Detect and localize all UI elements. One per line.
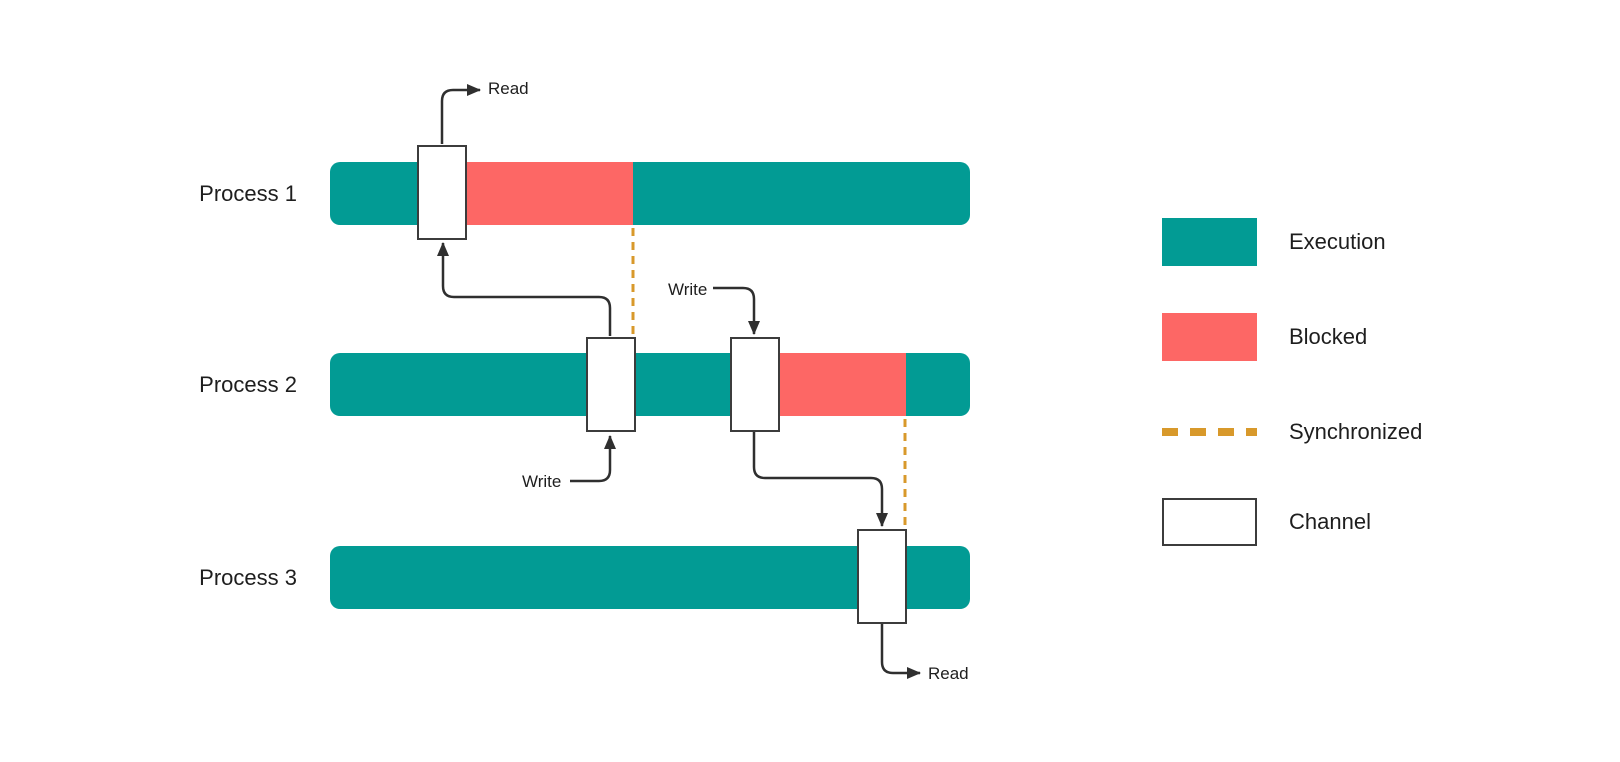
write-arrow-p2-left xyxy=(570,435,616,483)
write-arrow-p2-right xyxy=(713,286,760,335)
message-arrow-p2-to-p1 xyxy=(437,242,612,336)
legend-item-channel: Channel xyxy=(1162,498,1371,546)
blocked-swatch-icon xyxy=(1162,313,1257,361)
channel-box-p2-right xyxy=(730,337,780,432)
write-label-p2-left: Write xyxy=(522,472,562,491)
read-arrow-p3 xyxy=(880,624,921,679)
legend-label-execution: Execution xyxy=(1289,229,1386,254)
channel-box-p3 xyxy=(857,529,907,624)
channel-box-p1 xyxy=(417,145,467,240)
process-2-blocked-segment xyxy=(778,353,906,416)
legend-item-synchronized: Synchronized xyxy=(1162,408,1422,456)
synchronized-dash-icon xyxy=(1162,408,1257,456)
process-1-blocked-segment xyxy=(467,162,633,225)
process-3-label: Process 3 xyxy=(199,565,297,590)
legend-item-execution: Execution xyxy=(1162,218,1386,266)
process-1-label: Process 1 xyxy=(199,181,297,206)
legend-label-channel: Channel xyxy=(1289,509,1371,534)
process-2-execution-bar xyxy=(330,353,970,416)
channel-swatch-icon xyxy=(1162,498,1257,546)
read-label-p1: Read xyxy=(488,79,529,98)
read-arrow-p1 xyxy=(440,84,481,144)
legend-item-blocked: Blocked xyxy=(1162,313,1367,361)
read-label-p3: Read xyxy=(928,664,969,683)
legend-label-blocked: Blocked xyxy=(1289,324,1368,349)
write-label-p2-right: Write xyxy=(668,280,708,299)
channel-box-p2-left xyxy=(586,337,636,432)
message-arrow-p2-to-p3 xyxy=(752,432,888,527)
legend-label-synchronized: Synchronized xyxy=(1289,419,1423,444)
process-2-label: Process 2 xyxy=(199,372,297,397)
execution-swatch-icon xyxy=(1162,218,1257,266)
